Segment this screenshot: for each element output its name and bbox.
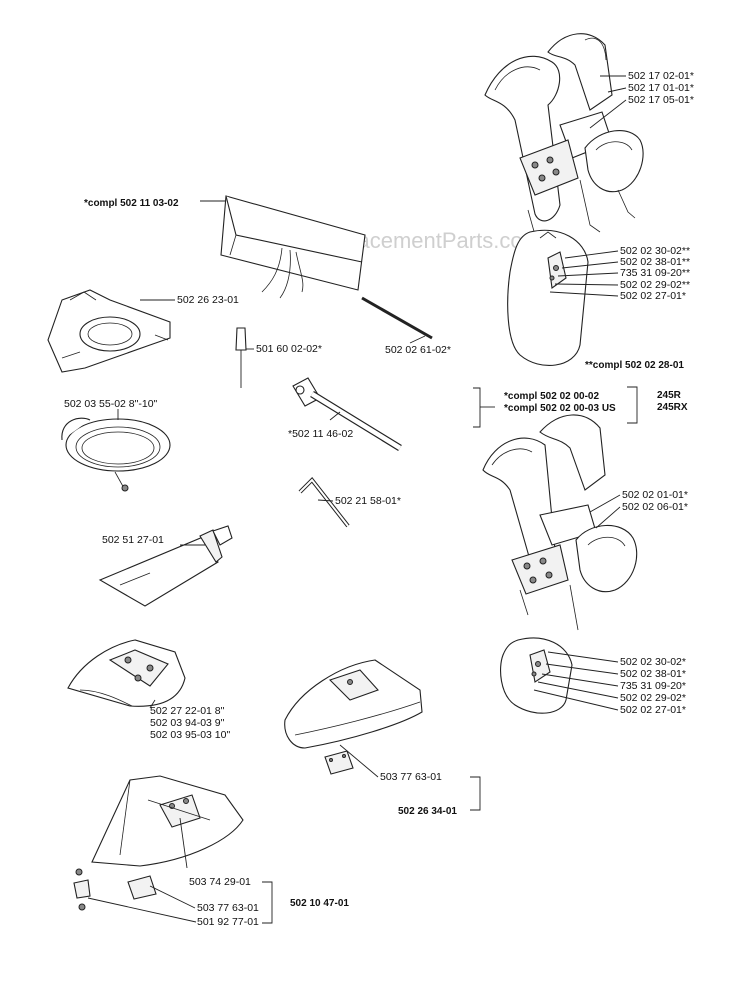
label-guard-ring: 502 03 55-02 8"-10" [64,398,158,410]
label-harness-a-2: 502 17 01-01* [628,82,694,94]
label-guard-c-part: 503 74 29-01 [189,876,251,888]
label-harness-b-1: 502 02 01-01* [622,489,688,501]
label-harness-a-3: 502 17 05-01* [628,94,694,106]
label-guard-a-3: 502 03 95-03 10" [150,729,230,741]
label-compl-guard-c: 502 10 47-01 [290,898,349,909]
label-guard-a-1: 502 27 22-01 8" [150,705,225,717]
label-screw-c: 501 92 77-01 [197,916,259,928]
label-grease-tube: 502 51 27-01 [102,534,164,546]
label-hip-b-3: 735 31 09-20* [620,680,686,692]
label-support-cup: 502 26 23-01 [177,294,239,306]
harness-lower-leaders [533,494,621,711]
label-model-1: 245R [657,390,682,401]
label-guard-a-2: 502 03 94-03 9" [150,717,225,729]
cover-bag-drawing [200,195,366,299]
label-model-2: 245RX [657,402,688,413]
harness-lower-drawing [482,414,638,631]
rod-drawing [361,296,433,344]
label-hip-b-2: 502 02 38-01* [620,668,686,680]
grease-tube-drawing [98,525,233,607]
label-hip-b-5: 502 02 27-01* [620,704,686,716]
label-socket-wrench: *502 11 46-02 [288,428,353,440]
harness-upper-drawing [484,33,644,236]
label-screwdriver: 501 60 02-02* [256,343,322,355]
label-rod: 502 02 61-02* [385,344,451,356]
label-hip-a-4: 502 02 29-02** [620,279,690,291]
label-hip-b-4: 502 02 29-02* [620,692,686,704]
guard-8-10-drawing [67,639,186,709]
label-hip-b-1: 502 02 30-02* [620,656,686,668]
label-hip-a-5: 502 02 27-01* [620,290,686,302]
harness-upper-leaders [473,75,638,428]
label-hex-key: 502 21 58-01* [335,495,401,507]
label-plate-a: 503 77 63-01 [380,771,442,783]
label-compl-hip: **compl 502 02 28-01 [585,360,684,371]
label-compl-harness-1: *compl 502 02 00-02 [504,391,599,402]
label-harness-a-1: 502 17 02-01* [628,70,694,82]
screwdriver-drawing [235,327,254,388]
guard-ring-drawing [61,409,171,492]
part-labels: *compl 502 11 03-02 502 17 02-01* 502 17… [64,70,694,928]
label-cover-bag: *compl 502 11 03-02 [84,198,179,209]
guard-b-drawing [284,659,481,811]
label-harness-b-2: 502 02 06-01* [622,501,688,513]
label-compl-guard-b: 502 26 34-01 [398,806,457,817]
support-cup-drawing [47,289,175,373]
hip-pad-lower-drawing [500,637,573,714]
label-hip-a-2: 502 02 38-01** [620,256,690,268]
hex-key-drawing [298,476,350,528]
label-plate-c: 503 77 63-01 [197,902,259,914]
label-compl-harness-2: *compl 502 02 00-03 US [504,403,616,414]
hip-pad-upper-drawing [507,229,589,366]
guard-c-drawing [73,775,273,924]
label-hip-a-3: 735 31 09-20** [620,267,690,279]
label-hip-a-1: 502 02 30-02** [620,245,690,257]
socket-wrench-drawing [292,377,402,451]
